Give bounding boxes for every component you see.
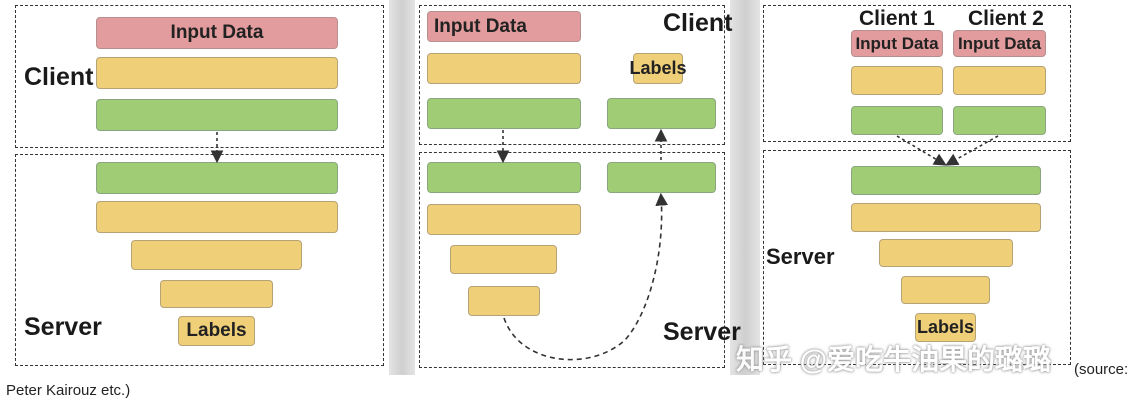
server-cut-layer [851,166,1041,195]
client-cut-layer [427,98,581,129]
caption-source-label: (source: [1074,361,1129,378]
client-label: Client [24,63,94,91]
server-label: Server [766,244,835,269]
server-cut-layer [96,162,338,194]
client-hidden-layer [96,57,338,89]
server-hidden-layer [468,286,540,316]
client-1-cut-layer [851,106,943,135]
merge-arrow [896,135,947,166]
server-hidden-layer [160,280,273,308]
client-cut-layer [96,99,338,131]
input-data-bar: Input Data [427,11,581,42]
panel-separator [730,0,760,375]
u-curve-arrow [503,192,669,361]
watermark: 知乎 @爱吃牛油果的璐璐 [736,344,1052,375]
client-label: Client [663,9,733,37]
server-hidden-layer [96,201,338,233]
server-label: Server [663,318,741,346]
labels-bar: Labels [915,313,976,342]
server-hidden-layer [131,240,302,270]
server-hidden-layer [901,276,990,304]
client-2-cut-layer [953,106,1046,135]
server-label: Server [24,313,102,341]
server-output-cut-layer [607,162,716,193]
labels-bar: Labels [178,316,255,346]
client-1-input-data-bar: Input Data [851,30,943,57]
client-2-hidden-layer [953,66,1046,95]
client-1-label: Client 1 [859,7,935,30]
caption-source: Peter Kairouz etc.) [6,382,131,399]
client-output-cut-layer [607,98,716,129]
client-hidden-layer [427,53,581,84]
labels-bar: Labels [629,53,687,84]
server-hidden-layer [879,239,1013,267]
server-hidden-layer [851,203,1041,232]
client-2-input-data-bar: Input Data [953,30,1046,57]
client-2-label: Client 2 [968,7,1044,30]
server-hidden-layer [450,245,557,274]
client-1-hidden-layer [851,66,943,95]
panel-separator [389,0,415,375]
server-hidden-layer [427,204,581,235]
input-data-bar: Input Data [96,17,338,49]
merge-arrow [945,135,999,166]
